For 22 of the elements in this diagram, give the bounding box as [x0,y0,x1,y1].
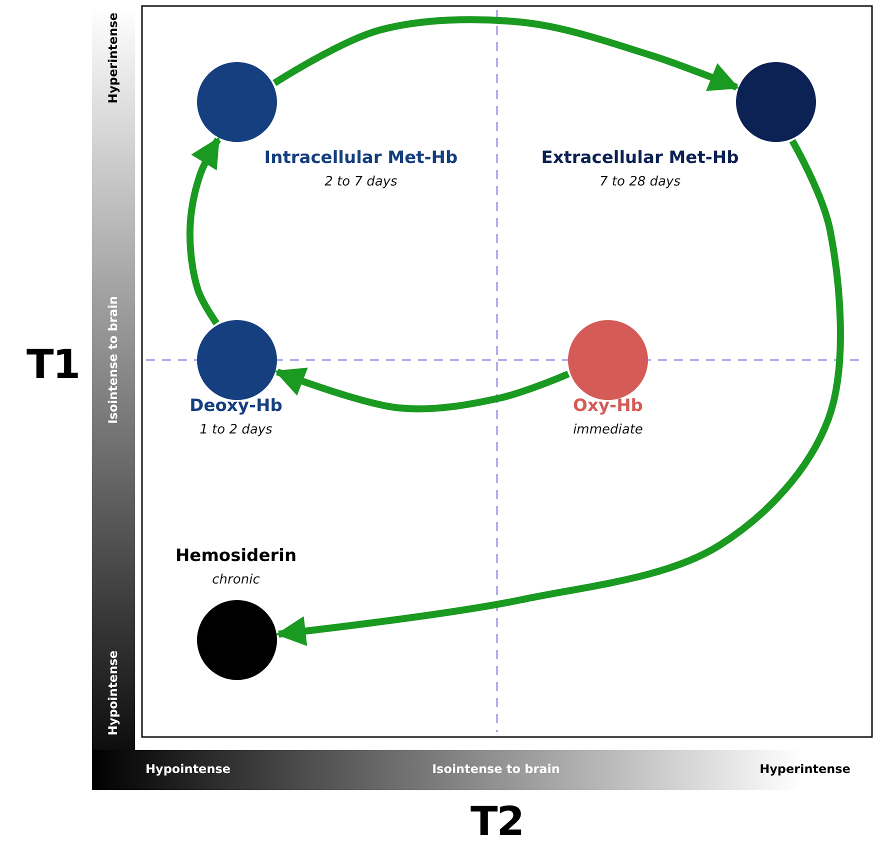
duration-text: 1 to 2 days [200,422,272,438]
axis-tick-label: Isointense to brain [432,762,560,776]
axis-tick-label: Hypointense [145,762,231,776]
arrow [272,16,740,92]
axis-title: T2 [470,799,524,842]
node-title: Hemosiderin [175,546,297,566]
axis-tick-label: Hypointense [106,650,120,736]
node-title: Intracellular Met-Hb [264,148,458,168]
axis-tick-label: Isointense to brain [106,296,120,424]
arrow [186,136,222,326]
node-title: Oxy-Hb [573,396,643,416]
node-title: Extracellular Met-Hb [541,148,739,168]
duration-text: 7 to 28 days [600,174,680,190]
arrow [274,368,570,412]
axis-tick-label: Hyperintense [106,12,120,104]
node-title: Deoxy-Hb [190,396,282,416]
axis-tick-label: Hyperintense [760,762,850,776]
duration-text: immediate [573,422,643,438]
arrow [276,139,844,646]
duration-text: chronic [212,572,260,588]
axis-title: T1 [26,342,80,388]
duration-text: 2 to 7 days [324,174,398,190]
